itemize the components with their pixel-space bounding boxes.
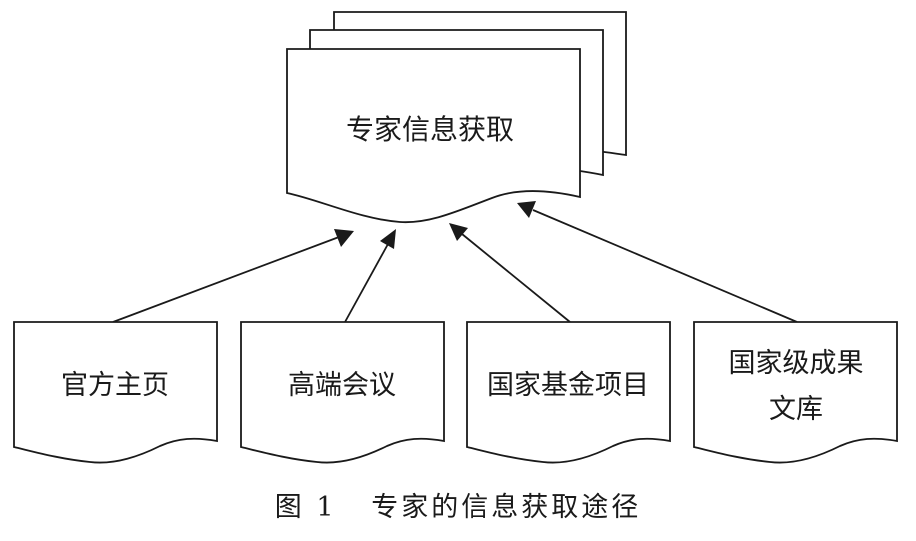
- arrow-national-library: [532, 209, 798, 323]
- source-national-library: 国家级成果 文库: [693, 321, 898, 464]
- source-doc-shape: [693, 321, 898, 464]
- source-national-fund: 国家基金项目: [466, 321, 671, 464]
- source-doc-shape: [466, 321, 671, 464]
- arrow-head-conference: [380, 229, 396, 249]
- center-doc-front: [286, 48, 581, 224]
- arrow-conference: [344, 243, 389, 323]
- source-label-line-1: 高端会议: [288, 370, 396, 401]
- source-label-line-1: 国家基金项目: [487, 370, 649, 401]
- source-official-homepage: 官方主页: [13, 321, 218, 464]
- figure-number: 图 1: [274, 492, 337, 523]
- figure-caption: 图 1 专家的信息获取途径: [0, 488, 916, 528]
- source-doc-shape: [240, 321, 445, 464]
- source-doc-shape: [13, 321, 218, 464]
- arrow-head-national-fund: [449, 223, 468, 241]
- center-doc-label: 专家信息获取: [346, 113, 514, 146]
- arrow-head-national-library: [517, 201, 536, 218]
- arrow-official-homepage: [112, 236, 340, 323]
- arrows: [112, 201, 798, 323]
- source-label-line-2: 文库: [769, 394, 823, 425]
- center-multidocument: 专家信息获取: [286, 11, 627, 224]
- figure-title: 专家的信息获取途径: [371, 492, 642, 523]
- source-conference: 高端会议: [240, 321, 445, 464]
- arrow-national-fund: [461, 233, 571, 323]
- source-label-line-1: 国家级成果: [729, 348, 864, 379]
- arrow-head-official-homepage: [334, 229, 354, 247]
- source-label-line-1: 官方主页: [61, 370, 169, 401]
